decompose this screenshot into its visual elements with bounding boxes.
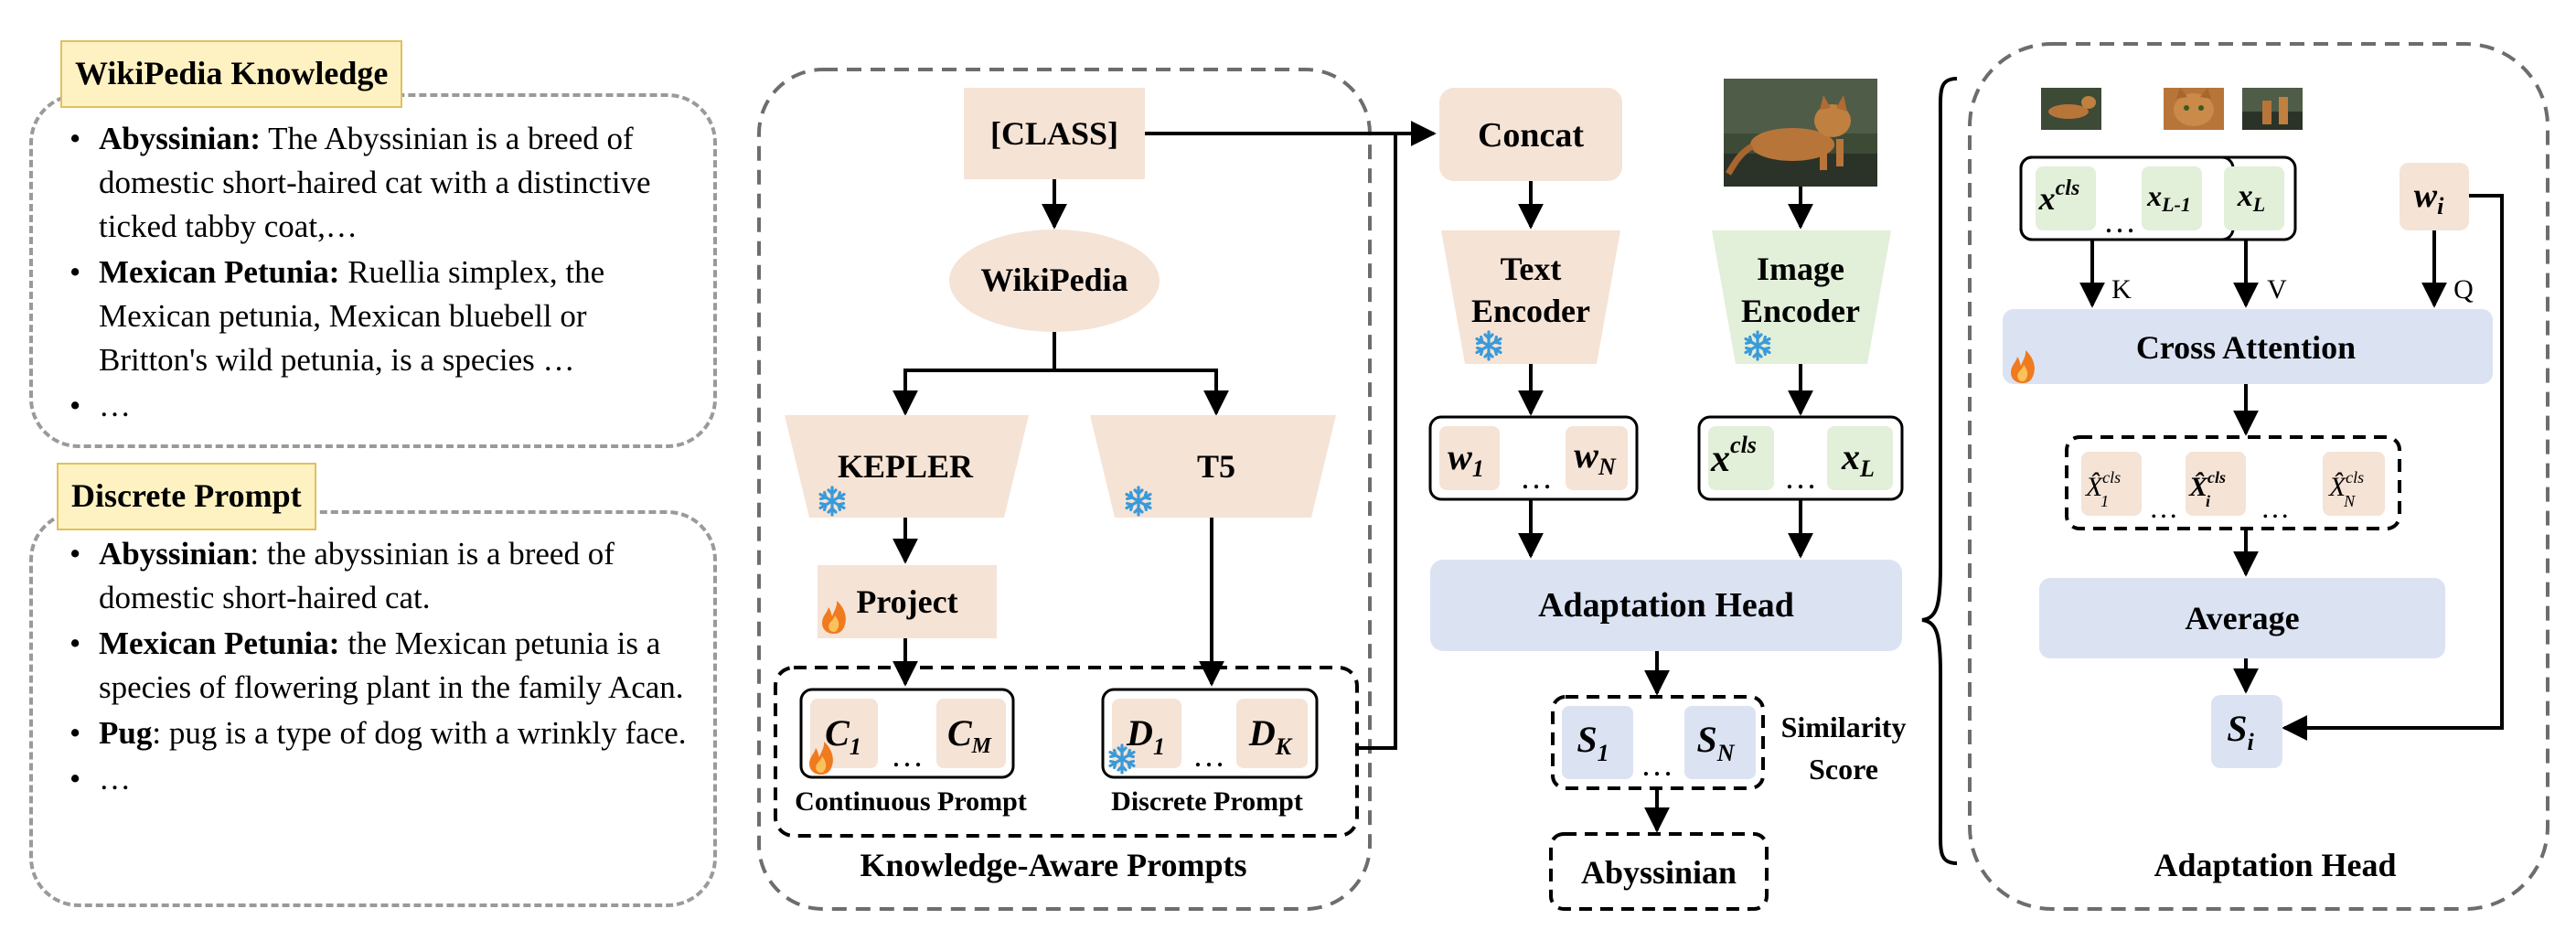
list-item: •Mexican Petunia: Ruellia simplex, the M… xyxy=(69,254,605,378)
image-encoder xyxy=(1712,230,1891,364)
discrete-token-first-label: D1 xyxy=(1126,712,1165,760)
text-feature-last-label: wN xyxy=(1574,434,1617,480)
expansion-brace xyxy=(1921,77,1958,865)
continuous-ellipsis: … xyxy=(891,737,924,774)
wikipedia-node xyxy=(949,230,1160,332)
adaptation-head-label: Adaptation Head xyxy=(1538,586,1794,625)
kepler-encoder xyxy=(785,415,1029,518)
discrete-token-last xyxy=(1236,699,1308,768)
score-first-label: S1 xyxy=(1577,719,1609,766)
cross-attention-label: Cross Attention xyxy=(2136,329,2356,366)
list-item: •Abyssinian: the abyssinian is a breed o… xyxy=(69,536,615,615)
adaptation-head-detail-panel xyxy=(1968,42,2549,911)
value-label: V xyxy=(2267,274,2287,305)
t5-encoder xyxy=(1090,415,1336,518)
final-score-label: Si xyxy=(2227,708,2254,755)
text-query-token xyxy=(2400,163,2469,230)
cross-attention-node xyxy=(2003,309,2493,384)
wikipedia-label: WikiPedia xyxy=(980,262,1128,298)
image-feature-ellipsis: … xyxy=(1784,459,1817,496)
text-feature-first xyxy=(1439,426,1500,490)
attended-feature-ellipsis-2: … xyxy=(2261,491,2290,524)
attended-feature-ellipsis-1: … xyxy=(2149,491,2178,524)
final-score-node xyxy=(2211,695,2282,768)
image-patch-thumbnail-1 xyxy=(2041,88,2101,130)
text-query-token-label: wi xyxy=(2414,176,2444,219)
wiki-knowledge-title: WikiPedia Knowledge xyxy=(60,40,403,108)
result-node xyxy=(1549,832,1769,911)
knowledge-prompts-panel xyxy=(757,68,1372,911)
image-token-ellipsis: … xyxy=(2103,203,2136,240)
concat-label: Concat xyxy=(1478,116,1584,155)
list-item: •… xyxy=(69,761,131,796)
discrete-prompt-list: •Abyssinian: the abyssinian is a breed o… xyxy=(57,532,700,803)
discrete-prompt-title: Discrete Prompt xyxy=(57,463,316,530)
knowledge-prompts-caption: Knowledge-Aware Prompts xyxy=(860,847,1247,883)
continuous-token-first-label: C1 xyxy=(825,712,861,760)
wiki-knowledge-panel: •Abyssinian: The Abyssinian is a breed o… xyxy=(29,93,717,448)
discrete-prompt-panel: •Abyssinian: the abyssinian is a breed o… xyxy=(29,510,717,907)
attended-feature-last xyxy=(2323,452,2385,516)
project-label: Project xyxy=(856,583,957,620)
attended-feature-group xyxy=(2065,435,2401,530)
list-item: •Pug: pug is a type of dog with a wrinkl… xyxy=(69,715,687,751)
text-feature-ellipsis: … xyxy=(1520,459,1553,496)
average-node xyxy=(2039,578,2445,658)
class-node xyxy=(964,88,1145,179)
text-encoder xyxy=(1441,230,1620,364)
wikipedia-split-connector xyxy=(893,332,1056,416)
image-feature-last xyxy=(1827,426,1893,490)
image-feature-cls-label: xcls xyxy=(1710,432,1757,480)
concat-node xyxy=(1439,88,1622,181)
list-item: •… xyxy=(69,388,131,423)
image-feature-last-label: xL xyxy=(1841,436,1875,482)
continuous-token-last xyxy=(936,699,1006,768)
project-node xyxy=(818,565,997,638)
continuous-prompt-label: Continuous Prompt xyxy=(795,786,1027,817)
score-ellipsis: … xyxy=(1641,746,1673,783)
image-patch-thumbnail-2 xyxy=(2164,88,2224,130)
discrete-prompt-label: Discrete Prompt xyxy=(1111,786,1303,817)
score-first xyxy=(1562,706,1633,779)
discrete-token-last-label: DK xyxy=(1248,712,1293,760)
t5-label: T5 xyxy=(1197,448,1235,485)
class-label: [CLASS] xyxy=(990,115,1118,152)
prompts-container xyxy=(774,666,1359,838)
score-last xyxy=(1684,706,1756,779)
query-label: Q xyxy=(2453,274,2474,305)
discrete-ellipsis: … xyxy=(1192,737,1225,774)
wikipedia-to-t5-connector xyxy=(1054,369,1229,416)
text-feature-last xyxy=(1566,426,1628,490)
adaptation-head-detail-caption: Adaptation Head xyxy=(2154,847,2396,883)
continuous-token-last-label: CM xyxy=(947,712,993,758)
average-label: Average xyxy=(2185,600,2299,636)
prompts-to-concat-connector xyxy=(1357,134,1397,750)
list-item: •Abyssinian: The Abyssinian is a breed o… xyxy=(69,121,651,244)
adaptation-head-node xyxy=(1430,560,1902,651)
abyssinian-cat-image xyxy=(1724,79,1877,187)
wiki-knowledge-list: •Abyssinian: The Abyssinian is a breed o… xyxy=(57,117,700,430)
attended-feature-first xyxy=(2081,452,2142,516)
score-last-label: SN xyxy=(1696,719,1735,766)
image-patch-thumbnail-3 xyxy=(2242,88,2303,130)
result-label: Abyssinian xyxy=(1581,854,1737,891)
list-item: •Mexican Petunia: the Mexican petunia is… xyxy=(69,625,684,705)
image-feature-cls xyxy=(1708,426,1774,490)
attended-feature-i xyxy=(2186,452,2246,516)
text-feature-first-label: w1 xyxy=(1448,436,1484,482)
residual-connector xyxy=(2282,194,2504,741)
key-label: K xyxy=(2111,274,2132,305)
kepler-label: KEPLER xyxy=(838,448,974,485)
